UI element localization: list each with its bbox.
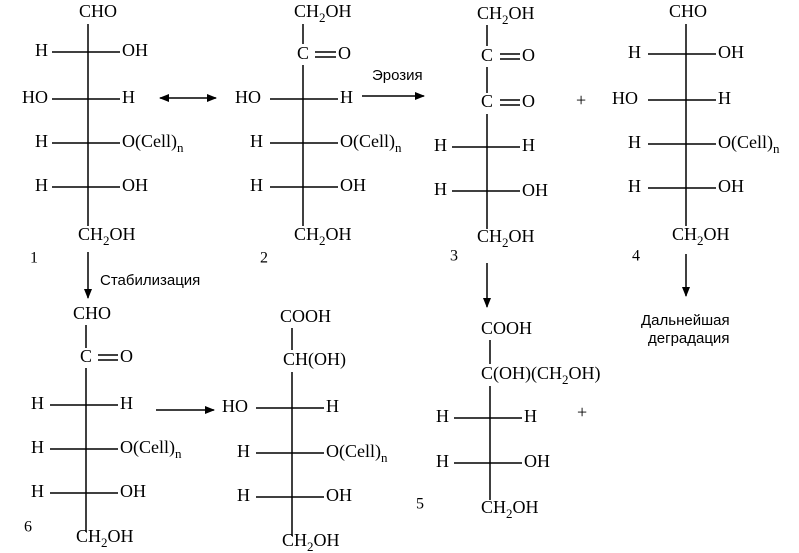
structure-number-4: 4 (632, 248, 640, 265)
s4-h: H (628, 42, 641, 62)
structure-2: CH2OH C O HO H H O(Cell)n H OH CH2OH 2 (235, 1, 402, 267)
s6-h: H (31, 437, 44, 457)
s1-ocell: O(Cell)n (122, 131, 184, 155)
s4-oh: OH (718, 176, 744, 196)
plus-sign: + (576, 90, 586, 110)
s2-h: H (340, 87, 353, 107)
plus-sign: + (577, 402, 587, 422)
s1-oh: OH (122, 40, 148, 60)
s2-oh: OH (340, 175, 366, 195)
degradation-line1: Дальнейшая (641, 312, 730, 329)
s3-h: H (434, 179, 447, 199)
structure-1: CHO H OH HO H H O(Cell)n H OH CH2OH 1 (22, 1, 184, 267)
s1-oh: OH (122, 175, 148, 195)
s2-o: O (338, 43, 351, 63)
s2-h: H (250, 131, 263, 151)
s6-h: H (120, 393, 133, 413)
structure-3: CH2OH C O C O H H H OH CH2OH 3 (434, 3, 548, 265)
s3-h: H (522, 135, 535, 155)
s1-h: H (35, 131, 48, 151)
s7-ocell: O(Cell)n (326, 441, 388, 465)
s7-ho: HO (222, 396, 248, 416)
s6-ocell: O(Cell)n (120, 437, 182, 461)
s4-cho: CHO (669, 1, 707, 21)
s7-ch2oh: CH2OH (282, 530, 340, 553)
structure-number-2: 2 (260, 250, 268, 267)
s6-ch2oh: CH2OH (76, 526, 134, 550)
s7-h: H (237, 441, 250, 461)
s5-h: H (524, 406, 537, 426)
structure-number-1: 1 (30, 250, 38, 267)
s4-oh: OH (718, 42, 744, 62)
s6-c: C (80, 346, 92, 366)
structure-number-3: 3 (450, 248, 458, 265)
s4-h: H (628, 176, 641, 196)
erosion-label: Эрозия (372, 67, 423, 84)
s5-coh-ch2oh: C(OH)(CH2OH) (481, 363, 601, 387)
s6-h: H (31, 481, 44, 501)
s1-h: H (35, 40, 48, 60)
s2-c: C (297, 43, 309, 63)
s5-cooh: COOH (481, 318, 532, 338)
s6-oh: OH (120, 481, 146, 501)
s3-o: O (522, 91, 535, 111)
s4-ch2oh: CH2OH (672, 224, 730, 248)
s1-h: H (122, 87, 135, 107)
s6-h: H (31, 393, 44, 413)
s4-ocell: O(Cell)n (718, 132, 780, 156)
s6-cho: CHO (73, 303, 111, 323)
s2-ch2oh: CH2OH (294, 224, 352, 248)
s3-c: C (481, 45, 493, 65)
structure-number-5: 5 (416, 496, 424, 513)
s7-oh: OH (326, 485, 352, 505)
structure-4: CHO H OH HO H H O(Cell)n H OH CH2OH 4 (612, 1, 780, 265)
s5-h: H (436, 406, 449, 426)
s3-o: O (522, 45, 535, 65)
s3-c: C (481, 91, 493, 111)
structure-7: COOH CH(OH) HO H H O(Cell)n H OH CH2OH (222, 306, 388, 553)
s1-ho: HO (22, 87, 48, 107)
s2-ho: HO (235, 87, 261, 107)
s6-o: O (120, 346, 133, 366)
s7-h: H (237, 485, 250, 505)
s7-h: H (326, 396, 339, 416)
s5-ch2oh: CH2OH (481, 497, 539, 521)
s2-ocell: O(Cell)n (340, 131, 402, 155)
s2-ch2oh: CH2OH (294, 1, 352, 25)
s3-ch2oh: CH2OH (477, 3, 535, 27)
s4-h: H (718, 88, 731, 108)
s1-h: H (35, 175, 48, 195)
s1-ch2oh: CH2OH (78, 224, 136, 248)
s1-cho: CHO (79, 1, 117, 21)
s5-oh: OH (524, 451, 550, 471)
s2-h: H (250, 175, 263, 195)
s5-h: H (436, 451, 449, 471)
stabilization-label: Стабилизация (100, 272, 200, 289)
s3-ch2oh: CH2OH (477, 226, 535, 250)
structure-number-6: 6 (24, 519, 32, 536)
s4-h: H (628, 132, 641, 152)
s4-ho: HO (612, 88, 638, 108)
degradation-line2: деградация (648, 330, 729, 347)
s3-h: H (434, 135, 447, 155)
s7-cooh: COOH (280, 306, 331, 326)
structure-5: COOH C(OH)(CH2OH) H H H OH CH2OH 5 (416, 318, 601, 521)
s3-oh: OH (522, 180, 548, 200)
structure-6: CHO C O H H H O(Cell)n H OH CH2OH 6 (24, 303, 182, 550)
s7-choh: CH(OH) (283, 349, 346, 370)
